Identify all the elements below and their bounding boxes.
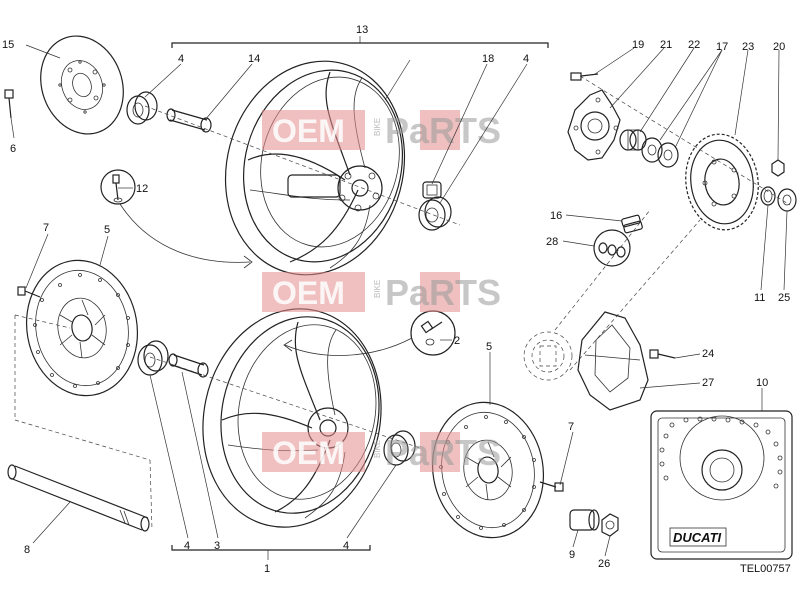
callout-1: 1: [264, 563, 270, 575]
bearing-4-top-left: [126, 91, 158, 125]
callout-16: 16: [550, 210, 562, 222]
callout-15: 15: [2, 39, 14, 51]
callout-23: 23: [742, 41, 754, 53]
svg-text:PaRTS: PaRTS: [385, 432, 501, 473]
sprocket-cover-27: [577, 311, 649, 411]
svg-text:BIKE: BIKE: [373, 118, 382, 136]
bearing-4-top-right: [418, 196, 452, 231]
callout-12: 12: [136, 183, 148, 195]
callout-labels: 15 6 4 14 13 18 4 12 7 5 2 5 7 4 3 4 1 8…: [2, 24, 790, 575]
bracket-13: [171, 36, 549, 48]
callout-3: 3: [214, 540, 220, 552]
spacer-22: [619, 129, 647, 151]
front-disc-left: [25, 259, 139, 397]
callout-5: 5: [486, 341, 492, 353]
callout-5: 5: [104, 224, 110, 236]
rear-wheel: [224, 60, 406, 276]
bolt-6: [4, 89, 15, 139]
sprocket-flange-21: [567, 89, 621, 161]
watermark-middle: OEM BIKE PaRTS: [262, 272, 501, 313]
callout-24: 24: [702, 348, 714, 360]
svg-text:OEM: OEM: [272, 435, 345, 471]
diagram-code: TEL00757: [740, 563, 791, 575]
callout-18: 18: [482, 53, 494, 65]
callout-2: 2: [454, 335, 460, 347]
svg-text:BIKE: BIKE: [373, 280, 382, 298]
bracket-1: [171, 545, 371, 560]
callout-7: 7: [43, 222, 49, 234]
bolt-7-right: [539, 481, 564, 492]
watermark-top: OEM BIKE PaRTS: [262, 110, 501, 151]
valve-2: [283, 310, 456, 356]
axle-8: [7, 464, 150, 532]
rear-brake-disc: [40, 35, 124, 135]
front-disc-right: [431, 401, 545, 539]
nut-20: [771, 159, 785, 177]
bearings-17: [641, 137, 679, 168]
nut-26: [601, 513, 619, 537]
callout-25: 25: [778, 292, 790, 304]
washer-25: [777, 188, 797, 212]
spacer-14: [166, 108, 212, 133]
svg-text:OEM: OEM: [272, 113, 345, 149]
callout-26: 26: [598, 558, 610, 570]
bolt-19: [570, 72, 599, 81]
callout-17: 17: [716, 41, 728, 53]
o-rings-28: [593, 229, 631, 267]
callout-4: 4: [178, 53, 184, 65]
chain-link-16: [621, 214, 643, 234]
callout-27: 27: [702, 377, 714, 389]
callout-10: 10: [756, 377, 768, 389]
callout-22: 22: [688, 39, 700, 51]
front-sprocket: [523, 209, 701, 381]
bolt-24: [649, 349, 676, 359]
circlip-11: [760, 186, 776, 206]
svg-text:PaRTS: PaRTS: [385, 110, 501, 151]
brand-label: DUCATI: [673, 530, 722, 545]
callout-7: 7: [568, 421, 574, 433]
callout-4: 4: [184, 540, 190, 552]
part-18: [422, 181, 442, 199]
spacer-9: [569, 509, 600, 531]
callout-8: 8: [24, 544, 30, 556]
callout-4: 4: [523, 53, 529, 65]
callout-28: 28: [546, 236, 558, 248]
kit-10: [650, 410, 793, 560]
callout-20: 20: [773, 41, 785, 53]
callout-14: 14: [248, 53, 260, 65]
callout-13: 13: [356, 24, 368, 36]
callout-19: 19: [632, 39, 644, 51]
callout-9: 9: [569, 549, 575, 561]
bolt-7-left: [17, 286, 41, 298]
valve-12: [100, 169, 253, 269]
callout-21: 21: [660, 39, 672, 51]
watermark-bottom: OEM BIKE PaRTS: [262, 432, 501, 473]
spacer-3: [168, 353, 209, 378]
svg-text:OEM: OEM: [272, 275, 345, 311]
callout-11: 11: [754, 292, 765, 304]
leader-lines: [25, 44, 788, 557]
svg-text:BIKE: BIKE: [373, 440, 382, 458]
callout-4: 4: [343, 540, 349, 552]
rear-sprocket-23: [685, 133, 759, 231]
svg-text:PaRTS: PaRTS: [385, 272, 501, 313]
callout-6: 6: [10, 143, 16, 155]
